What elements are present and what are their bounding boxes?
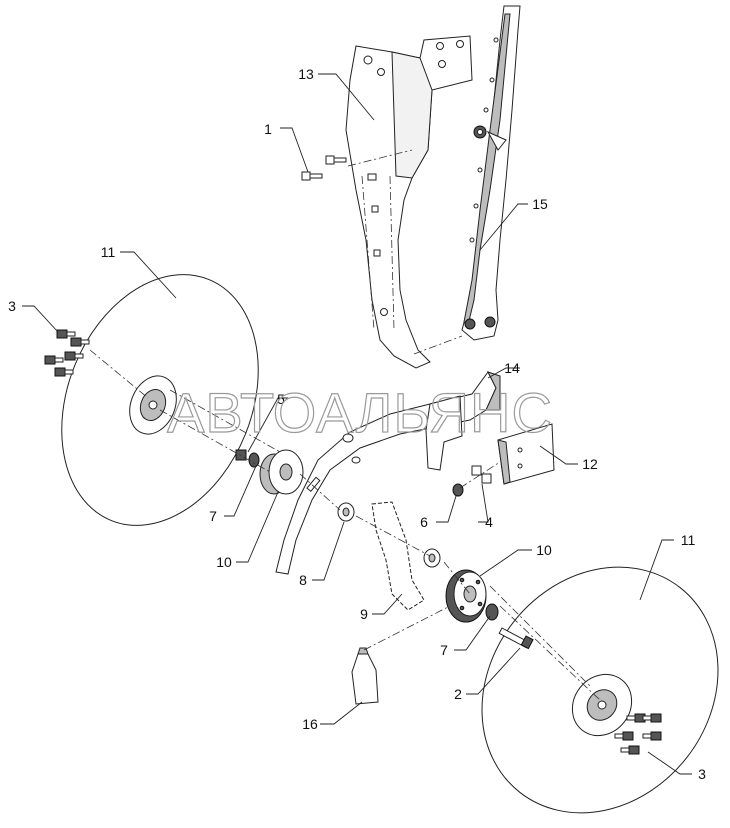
callout-10-right: 10	[536, 542, 552, 558]
assembly-lines	[89, 149, 601, 701]
part-7-left-washer	[248, 452, 260, 468]
part-15-rail	[461, 5, 521, 341]
callout-14: 14	[504, 360, 520, 376]
callout-9: 9	[360, 606, 368, 622]
part-11-right-disc	[481, 566, 719, 814]
part-4-nuts	[471, 465, 492, 484]
callout-15: 15	[532, 196, 548, 212]
callout-5: 5	[277, 391, 285, 407]
callout-4: 4	[485, 514, 493, 530]
part-13-bracket	[345, 35, 473, 369]
callout-8: 8	[299, 572, 307, 588]
callout-10-left: 10	[216, 554, 232, 570]
callout-3-right: 3	[698, 766, 706, 782]
part-8-bushing	[337, 502, 355, 522]
callout-7-left: 7	[209, 508, 217, 524]
part-9-plate	[371, 501, 425, 611]
part-11-left-disc	[61, 274, 259, 526]
part-6-washer	[452, 483, 464, 497]
part-16-tube	[351, 647, 379, 705]
part-12-scraper	[497, 423, 555, 485]
part-9-bushing	[423, 548, 441, 568]
watermark-text: АВТОАЛЬЯНС	[167, 381, 553, 444]
part-7-right-washer	[485, 603, 499, 621]
callout-7-right: 7	[440, 642, 448, 658]
part-2-bolt	[498, 627, 534, 650]
part-10-left-hub	[259, 449, 304, 495]
callout-labels: 1 13 3 11 5 7 10 8 9 6 4 14 15 12 10 7 2…	[8, 66, 706, 782]
callout-1: 1	[264, 121, 272, 137]
callout-16: 16	[302, 716, 318, 732]
part-5-nut	[235, 449, 247, 461]
callout-2: 2	[454, 686, 462, 702]
callout-11-left: 11	[101, 244, 116, 260]
callout-13: 13	[298, 66, 314, 82]
callout-3-left: 3	[8, 298, 16, 314]
callout-11-right: 11	[681, 532, 696, 548]
callout-6: 6	[420, 514, 428, 530]
part-3-right-bolts	[614, 713, 662, 755]
part-1-bolts	[301, 155, 347, 181]
part-14-curved-arm	[275, 371, 501, 575]
callout-12: 12	[582, 456, 598, 472]
part-10-right-hub	[445, 569, 487, 623]
part-3-left-bolts	[44, 329, 90, 377]
leader-lines	[22, 73, 692, 775]
